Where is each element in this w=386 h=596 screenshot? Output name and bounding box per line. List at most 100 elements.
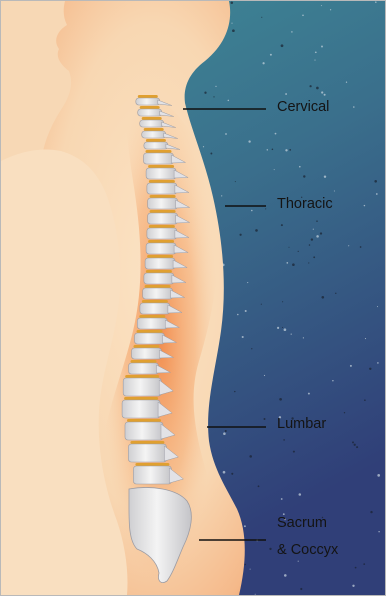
intervertebral-disc [149,225,175,228]
speckle [314,60,315,61]
speckle [299,166,301,168]
speckle [370,511,372,513]
intervertebral-disc [125,375,159,378]
speckle [377,474,380,477]
speckle [377,362,379,364]
speckle [283,439,285,441]
speckle [269,548,271,550]
vertebra [148,213,178,224]
speckle [360,246,362,248]
speckle [244,525,246,527]
speckle [281,498,283,500]
speckle [267,149,268,150]
speckle [282,301,283,302]
speckle [363,563,365,565]
speckle [245,310,247,312]
vertebra [128,444,166,462]
speckle [231,23,232,24]
speckle [346,82,347,83]
speckle [264,375,265,376]
speckle [293,451,295,453]
intervertebral-disc [146,270,172,273]
intervertebral-disc [124,397,158,400]
speckle [251,210,253,212]
vertebra [147,228,177,239]
intervertebral-disc [142,117,162,120]
intervertebral-disc [148,240,174,243]
speckle [249,455,252,458]
speckle [231,2,234,5]
speckle [335,293,336,294]
thoracic-label: Thoracic [277,196,333,213]
speckle [282,327,283,328]
speckle [255,594,256,595]
vertebra [140,303,170,314]
speckle [316,220,318,222]
speckle [321,5,322,6]
speckle [281,44,284,47]
speckle [291,334,292,335]
speckle [279,398,282,401]
intervertebral-disc [137,330,163,333]
speckle [303,337,304,338]
speckle [369,368,371,370]
speckle [311,238,313,240]
speckle [261,304,262,305]
speckle [376,193,378,195]
speckle [239,234,241,236]
vertebra [135,333,165,344]
speckle [289,149,291,151]
speckle [321,91,323,93]
vertebra [144,142,168,149]
intervertebral-disc [149,180,175,183]
speckle [215,86,216,87]
speckle [275,133,277,135]
speckle [321,46,323,48]
speckle [355,567,357,569]
speckle [270,54,272,56]
speckle [313,229,314,230]
speckle [272,149,274,151]
intervertebral-disc [142,300,168,303]
speckle [288,247,289,248]
speckle [316,87,319,90]
speckle [353,106,355,108]
speckle [228,100,230,102]
speckle [324,94,326,96]
speckle [330,9,331,10]
speckle [285,149,287,151]
vertebra [123,378,161,396]
speckle [313,256,315,258]
speckle [374,180,377,183]
speckle [284,574,287,577]
speckle [348,245,349,246]
sacrum-label: Sacrum [277,515,327,532]
speckle [251,348,252,349]
speckle [298,561,299,562]
speckle [204,92,206,94]
speckle [274,169,275,170]
speckle [277,327,279,329]
speckle [213,96,214,97]
intervertebral-disc [145,285,171,288]
speckle [365,338,366,339]
intervertebral-disc [138,95,158,98]
speckle [286,262,288,264]
lumbar-label: Lumbar [277,416,326,433]
speckle [292,263,295,266]
vertebra [133,466,171,484]
intervertebral-disc [146,139,166,142]
intervertebral-disc [148,165,174,168]
speckle [364,205,365,206]
speckle [234,391,235,392]
speckle [308,262,309,263]
speckle [231,473,233,475]
intervertebral-disc [139,315,165,318]
intervertebral-disc [130,441,164,444]
speckle [223,471,226,474]
intervertebral-disc [150,210,176,213]
vertebra [140,120,164,127]
speckle [344,412,345,413]
speckle [255,229,258,232]
